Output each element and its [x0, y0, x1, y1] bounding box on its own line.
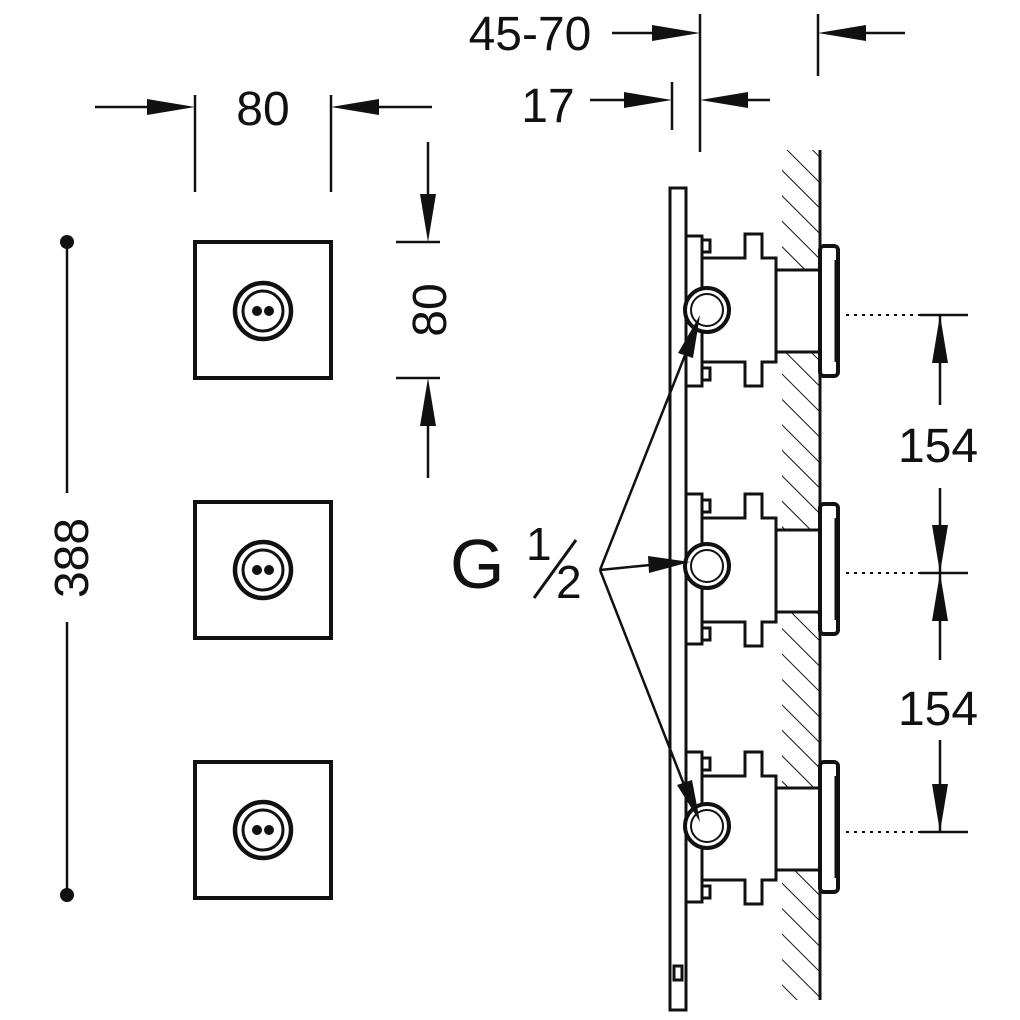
- dim-spacing-bottom-label: 154: [898, 683, 978, 736]
- dim-plate-depth: [590, 82, 770, 130]
- dim-total-388: [60, 235, 74, 902]
- connection-callout-leaders: [598, 315, 700, 822]
- dim-spacing-bottom: [932, 573, 948, 832]
- centerlines: [846, 314, 920, 833]
- front-view: [193, 240, 333, 900]
- dim-depth-range: [612, 14, 905, 152]
- dim-height-label: 80: [404, 283, 457, 336]
- control-plate-top: [193, 240, 333, 380]
- valve-middle: [683, 492, 840, 648]
- control-plate-bottom: [193, 760, 333, 900]
- connection-prefix: G: [450, 525, 504, 603]
- dim-width-label: 80: [236, 83, 289, 136]
- connection-fraction-bar: [532, 539, 578, 599]
- dim-width-80: [95, 95, 432, 192]
- dim-height-80: [396, 142, 440, 478]
- spacing-extension-lines: [920, 313, 968, 834]
- control-plate-middle: [193, 500, 333, 640]
- connection-fraction-num: 1: [526, 518, 552, 570]
- valve-bottom: [683, 750, 840, 906]
- dim-spacing-top-label: 154: [898, 420, 978, 473]
- connection-label: G 1 2: [450, 518, 582, 608]
- valve-top: [683, 232, 840, 388]
- dim-depth-range-label: 45-70: [469, 8, 592, 61]
- connection-fraction-den: 2: [556, 556, 582, 608]
- dim-plate-depth-label: 17: [521, 80, 574, 133]
- dim-total-label: 388: [46, 518, 99, 598]
- dim-spacing-top: [932, 315, 948, 573]
